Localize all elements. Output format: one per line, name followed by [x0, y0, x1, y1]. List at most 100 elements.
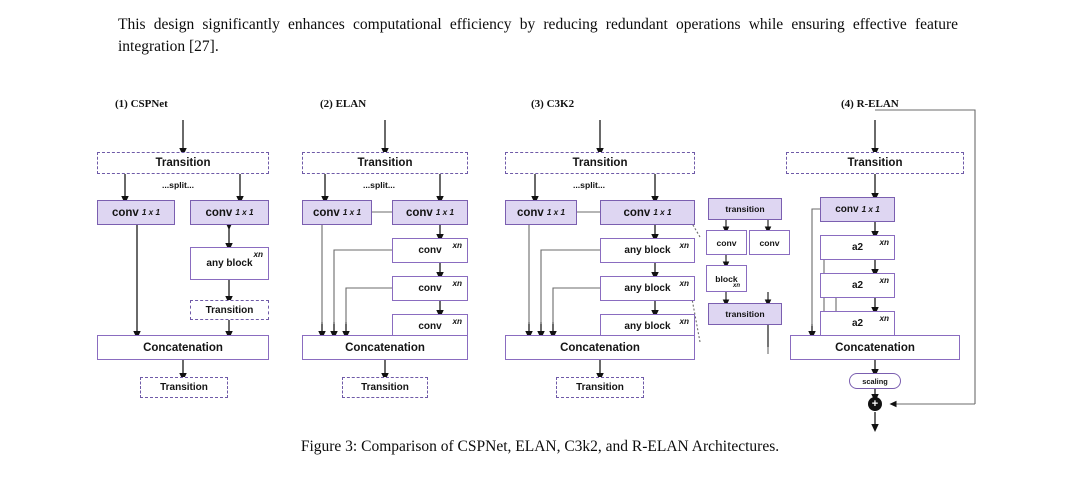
- cspnet-conv-right[interactable]: conv 1 x 1: [190, 200, 269, 225]
- body-paragraph: This design significantly enhances compu…: [118, 16, 958, 55]
- elan-concatenation[interactable]: Concatenation: [302, 335, 468, 360]
- elan-conv-3[interactable]: xn conv: [392, 314, 468, 339]
- relan-conv-1x1[interactable]: conv 1 x 1: [820, 197, 895, 222]
- inset-conv-right[interactable]: conv: [749, 230, 790, 255]
- repeat-count: xn: [452, 241, 462, 250]
- elan-transition-bottom[interactable]: Transition: [342, 377, 428, 398]
- label: conv: [623, 206, 651, 219]
- cspnet-transition-bottom[interactable]: Transition: [140, 377, 228, 398]
- repeat-count: xn: [452, 317, 462, 326]
- inset-block[interactable]: xn block: [706, 265, 747, 292]
- relan-scaling[interactable]: scaling: [849, 373, 901, 389]
- label: Concatenation: [143, 341, 223, 354]
- label: Transition: [357, 157, 413, 169]
- label: transition: [725, 309, 765, 319]
- label: any block: [624, 245, 671, 256]
- label: conv: [418, 283, 442, 294]
- cspnet-any-block[interactable]: xn any block: [190, 247, 269, 280]
- repeat-count: xn: [679, 317, 689, 326]
- label: Concatenation: [560, 341, 640, 354]
- repeat-count: xn: [679, 279, 689, 288]
- label: any block: [624, 283, 671, 294]
- c3k2-conv-left[interactable]: conv 1 x 1: [505, 200, 577, 225]
- label: conv: [418, 245, 442, 256]
- relan-a2-3[interactable]: xn a2: [820, 311, 895, 336]
- relan-add-node[interactable]: +: [868, 397, 882, 411]
- column-title-cspnet: (1) CSPNet: [115, 98, 168, 110]
- connector-layer: [121, 109, 976, 432]
- c3k2-any-block-1[interactable]: xn any block: [600, 238, 695, 263]
- repeat-count: xn: [679, 241, 689, 250]
- plus-icon: +: [871, 397, 879, 410]
- inset-transition-top[interactable]: transition: [708, 198, 782, 220]
- inset-transition-bottom[interactable]: transition: [708, 303, 782, 325]
- label: conv: [111, 206, 139, 219]
- label: Transition: [205, 304, 254, 316]
- label: a2: [851, 280, 864, 291]
- label-sub: 1 x 1: [235, 208, 254, 217]
- cspnet-transition-mid[interactable]: Transition: [190, 300, 269, 320]
- label: a2: [851, 242, 864, 253]
- label: conv: [205, 206, 233, 219]
- label: Transition: [847, 157, 903, 169]
- label: Transition: [155, 157, 211, 169]
- label: conv: [835, 204, 859, 215]
- label: Concatenation: [345, 341, 425, 354]
- cspnet-transition-top[interactable]: Transition: [97, 152, 269, 174]
- repeat-count: xn: [253, 250, 263, 259]
- label: conv: [418, 321, 442, 332]
- label: conv: [405, 206, 433, 219]
- cspnet-split-label: ...split...: [162, 180, 194, 190]
- c3k2-conv-right[interactable]: conv 1 x 1: [600, 200, 695, 225]
- repeat-count: xn: [452, 279, 462, 288]
- elan-conv-1[interactable]: xn conv: [392, 238, 468, 263]
- elan-transition-top[interactable]: Transition: [302, 152, 468, 174]
- label: any block: [624, 321, 671, 332]
- figure-canvas: (1) CSPNet Transition ...split... conv 1…: [0, 92, 1080, 432]
- figure-caption: Figure 3: Comparison of CSPNet, ELAN, C3…: [300, 438, 780, 455]
- column-title-r-elan: (4) R-ELAN: [841, 98, 899, 110]
- relan-concatenation[interactable]: Concatenation: [790, 335, 960, 360]
- repeat-count: xn: [879, 276, 889, 285]
- label: Transition: [160, 382, 208, 393]
- column-title-elan: (2) ELAN: [320, 98, 367, 110]
- label: conv: [759, 237, 780, 248]
- elan-conv-2[interactable]: xn conv: [392, 276, 468, 301]
- label-sub: 1 x 1: [435, 208, 455, 217]
- cspnet-conv-left[interactable]: conv 1 x 1: [97, 200, 175, 225]
- c3k2-transition-bottom[interactable]: Transition: [556, 377, 644, 398]
- label-sub: 1 x 1: [861, 205, 880, 214]
- repeat-count: xn: [879, 238, 889, 247]
- label: a2: [851, 318, 864, 329]
- label: Transition: [572, 157, 628, 169]
- repeat-count: xn: [732, 283, 740, 289]
- repeat-count: xn: [879, 314, 889, 323]
- label-sub: 1 x 1: [546, 208, 566, 217]
- label: block: [715, 273, 738, 284]
- label: conv: [312, 206, 340, 219]
- label: Transition: [576, 382, 624, 393]
- label: Transition: [361, 382, 409, 393]
- elan-conv-right[interactable]: conv 1 x 1: [392, 200, 468, 225]
- c3k2-concatenation[interactable]: Concatenation: [505, 335, 695, 360]
- column-title-c3k2: (3) C3K2: [531, 98, 575, 110]
- c3k2-split-label: ...split...: [573, 180, 605, 190]
- c3k2-transition-top[interactable]: Transition: [505, 152, 695, 174]
- elan-conv-left[interactable]: conv 1 x 1: [302, 200, 372, 225]
- label-sub: 1 x 1: [141, 208, 161, 217]
- label-sub: 1 x 1: [342, 208, 362, 217]
- relan-a2-2[interactable]: xn a2: [820, 273, 895, 298]
- elan-split-label: ...split...: [363, 180, 395, 190]
- label: any block: [206, 258, 253, 269]
- label: conv: [716, 237, 737, 248]
- inset-conv-left[interactable]: conv: [706, 230, 747, 255]
- label: Concatenation: [835, 341, 915, 354]
- relan-a2-1[interactable]: xn a2: [820, 235, 895, 260]
- label: conv: [516, 206, 544, 219]
- relan-transition-top[interactable]: Transition: [786, 152, 964, 174]
- c3k2-any-block-2[interactable]: xn any block: [600, 276, 695, 301]
- label: transition: [725, 204, 765, 214]
- cspnet-concatenation[interactable]: Concatenation: [97, 335, 269, 360]
- label: scaling: [862, 376, 888, 386]
- label-sub: 1 x 1: [653, 208, 672, 217]
